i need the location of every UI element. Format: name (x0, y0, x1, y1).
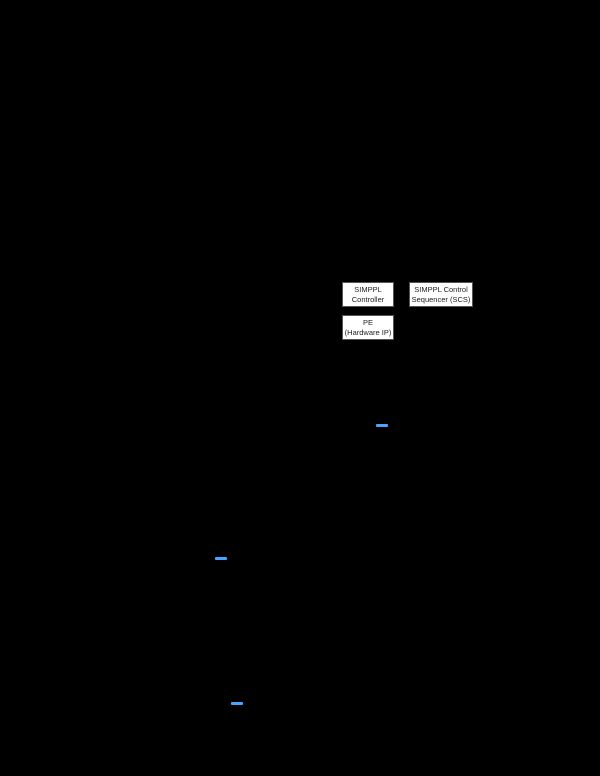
node-label-line1: PE (362, 317, 373, 327)
link-marker[interactable] (215, 557, 227, 560)
node-label-line2: Controller (351, 294, 385, 304)
node-label-line2: Sequencer (SCS) (411, 294, 471, 304)
node-label-line2: (Hardware IP) (344, 327, 392, 337)
link-marker[interactable] (231, 702, 243, 705)
node-label-line1: SIMPPL Control (414, 284, 468, 294)
node-label-line1: SIMPPL (354, 284, 382, 294)
pe-hardware-ip-node: PE (Hardware IP) (342, 315, 394, 340)
simppl-controller-node: SIMPPL Controller (342, 282, 394, 307)
link-marker[interactable] (376, 424, 388, 427)
connector-line (380, 307, 381, 315)
connector-line (355, 307, 356, 315)
simppl-control-sequencer-node: SIMPPL Control Sequencer (SCS) (409, 282, 473, 307)
